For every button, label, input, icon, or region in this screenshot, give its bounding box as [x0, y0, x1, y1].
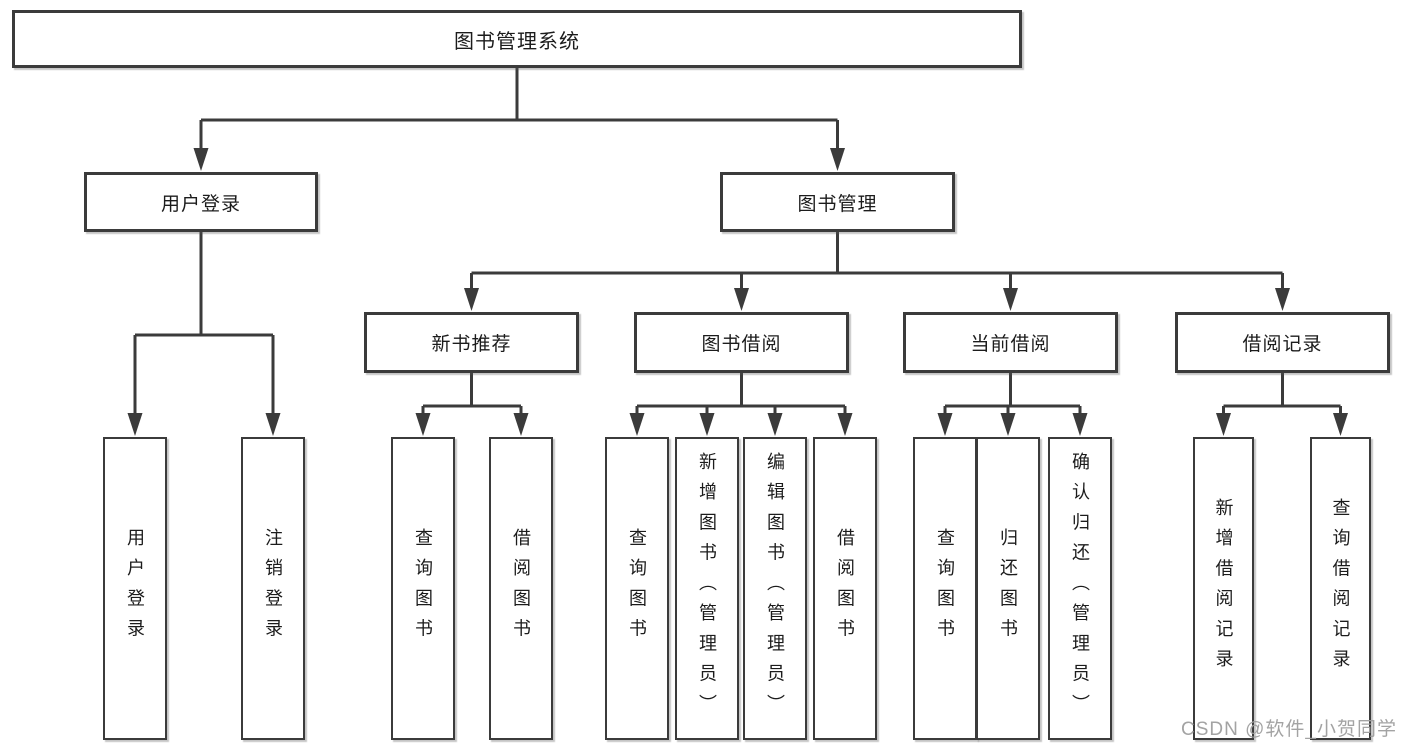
- leaf-return-books: 归还图书: [976, 437, 1040, 740]
- leaf-confirm-return-admin-label: 确认归还（管理员）: [1070, 452, 1090, 725]
- node-book-management: 图书管理: [720, 172, 955, 232]
- node-library-system: 图书管理系统: [12, 10, 1022, 68]
- leaf-user-login-label: 用户登录: [125, 528, 145, 649]
- leaf-recommend-borrow-books-label: 借阅图书: [511, 528, 531, 649]
- node-book-borrow: 图书借阅: [634, 312, 849, 373]
- leaf-borrow-query-books-label: 查询图书: [627, 528, 647, 649]
- node-new-book-recommend-label: 新书推荐: [431, 334, 512, 355]
- leaf-return-books-label: 归还图书: [998, 528, 1018, 649]
- leaf-user-login: 用户登录: [103, 437, 167, 740]
- node-current-borrow: 当前借阅: [903, 312, 1118, 373]
- leaf-query-borrow-record-label: 查询借阅记录: [1330, 497, 1351, 680]
- leaf-confirm-return-admin: 确认归还（管理员）: [1048, 437, 1112, 740]
- leaf-logout-login-label: 注销登录: [263, 528, 283, 649]
- node-book-borrow-label: 图书借阅: [701, 334, 782, 355]
- node-user-login: 用户登录: [84, 172, 318, 232]
- leaf-add-books-admin: 新增图书（管理员）: [675, 437, 739, 740]
- leaf-recommend-borrow-books: 借阅图书: [489, 437, 553, 740]
- node-user-login-label: 用户登录: [160, 193, 241, 215]
- leaf-borrow-books: 借阅图书: [813, 437, 877, 740]
- csdn-watermark: CSDN @软件_小贺同学: [1181, 719, 1397, 740]
- leaf-borrow-query-books: 查询图书: [605, 437, 669, 740]
- leaf-logout-login: 注销登录: [241, 437, 305, 740]
- leaf-add-borrow-record-label: 新增借阅记录: [1213, 497, 1234, 680]
- leaf-current-query-books-label: 查询图书: [935, 528, 955, 649]
- node-book-management-label: 图书管理: [797, 193, 878, 215]
- node-borrow-records: 借阅记录: [1175, 312, 1390, 373]
- leaf-add-borrow-record: 新增借阅记录: [1193, 437, 1254, 740]
- node-borrow-records-label: 借阅记录: [1242, 334, 1323, 355]
- leaf-edit-books-admin: 编辑图书（管理员）: [743, 437, 807, 740]
- node-current-borrow-label: 当前借阅: [970, 334, 1051, 355]
- leaf-recommend-query-books: 查询图书: [391, 437, 455, 740]
- leaf-query-borrow-record: 查询借阅记录: [1310, 437, 1371, 740]
- leaf-current-query-books: 查询图书: [913, 437, 977, 740]
- leaf-edit-books-admin-label: 编辑图书（管理员）: [765, 452, 785, 725]
- leaf-borrow-books-label: 借阅图书: [835, 528, 855, 649]
- node-library-system-label: 图书管理系统: [454, 30, 580, 53]
- leaf-recommend-query-books-label: 查询图书: [413, 528, 433, 649]
- leaf-add-books-admin-label: 新增图书（管理员）: [697, 452, 717, 725]
- node-new-book-recommend: 新书推荐: [364, 312, 579, 373]
